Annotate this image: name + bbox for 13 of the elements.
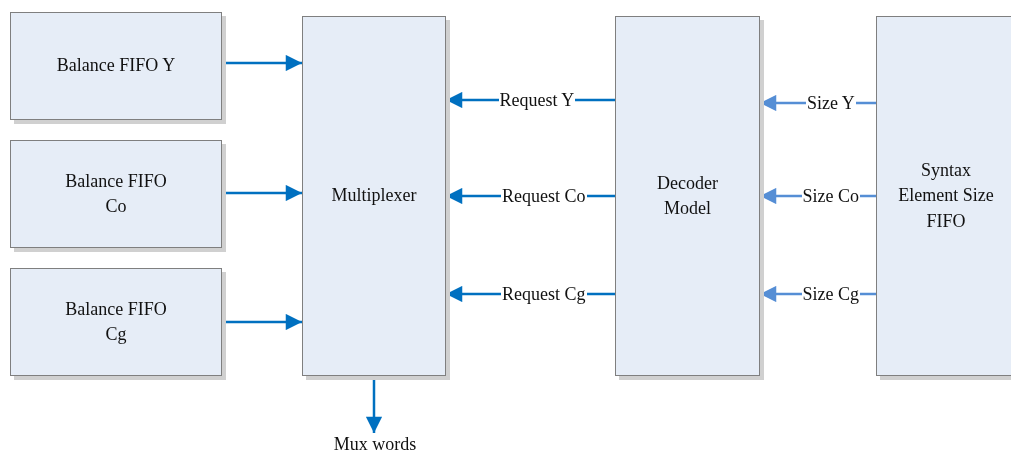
box-label: Balance FIFO Y [56,54,176,78]
edge-label: Size Co [801,187,860,205]
edge-label: Request Cg [501,285,587,303]
edge-label: Size Cg [801,285,860,303]
edge-label: Request Y [498,91,576,109]
box-label: Balance FIFO Cg [64,297,168,346]
box-label: Multiplexer [331,184,417,208]
edge-label: Size Y [806,94,856,112]
box-label: Decoder Model [656,171,719,220]
edge-label: Request Co [501,187,587,205]
box-label: Syntax Element Size FIFO [897,159,995,233]
output-label: Mux words [333,433,417,454]
box-label: Balance FIFO Co [64,169,168,218]
